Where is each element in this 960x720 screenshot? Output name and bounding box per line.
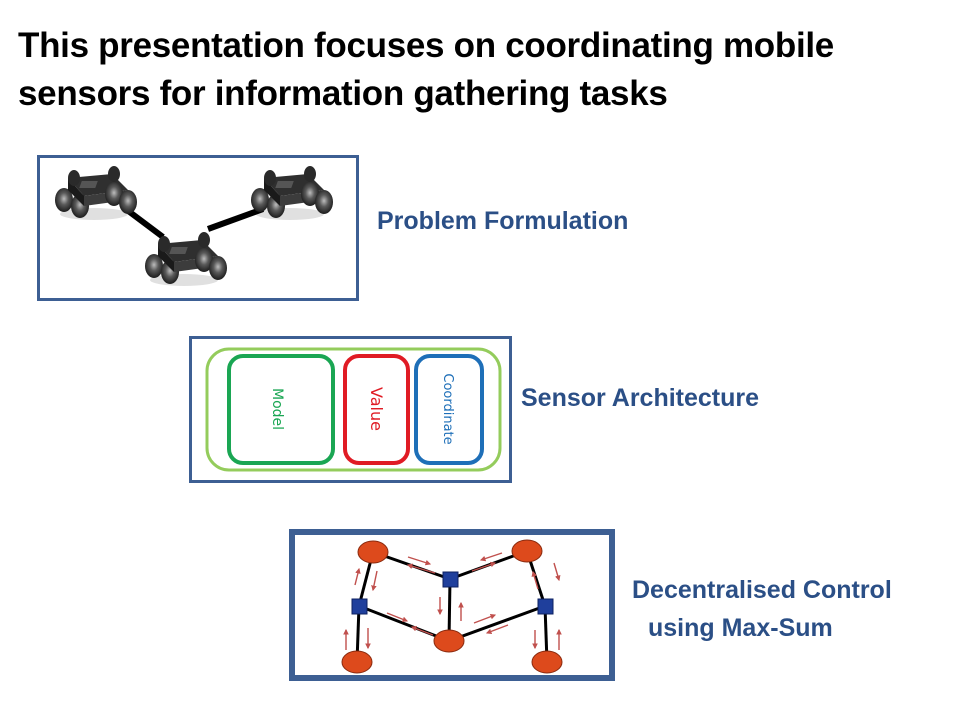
factor-node bbox=[537, 598, 554, 615]
architecture-diagram: Model Value Coordinate bbox=[205, 347, 502, 472]
slide-title: This presentation focuses on coordinatin… bbox=[18, 22, 948, 118]
slide-title-line-1: This presentation focuses on coordinatin… bbox=[18, 26, 834, 65]
problem-formulation-panel bbox=[37, 155, 359, 301]
coordinate-module bbox=[414, 354, 484, 465]
decentralised-control-label-line-1: Decentralised Control bbox=[632, 576, 892, 604]
sensor-architecture-panel: Model Value Coordinate bbox=[189, 336, 512, 483]
value-module bbox=[343, 354, 410, 465]
coordinate-module-label: Coordinate bbox=[440, 373, 455, 444]
variable-node bbox=[341, 650, 373, 674]
factor-graph-diagram bbox=[341, 539, 563, 674]
value-module-label: Value bbox=[367, 387, 386, 431]
robot-link-left bbox=[125, 207, 165, 240]
sensor-architecture-label: Sensor Architecture bbox=[521, 384, 760, 412]
robot-rover-icon bbox=[145, 232, 227, 286]
robot-rover-icon bbox=[251, 166, 333, 220]
problem-formulation-label: Problem Formulation bbox=[377, 207, 629, 235]
message-arrows bbox=[343, 552, 562, 650]
variable-node bbox=[433, 629, 465, 653]
decentralised-control-label-line-2: using Max-Sum bbox=[648, 614, 833, 642]
robot-rover-icon bbox=[55, 166, 137, 220]
factor-node bbox=[351, 598, 368, 615]
slide-title-line-2: sensors for information gathering tasks bbox=[18, 74, 668, 113]
robot-team-illustration bbox=[55, 166, 333, 286]
sensor-outer-module bbox=[205, 347, 502, 472]
variable-node bbox=[357, 540, 389, 564]
decentralised-control-label: Decentralised Control using Max-Sum bbox=[632, 571, 892, 647]
variable-node bbox=[531, 650, 563, 674]
model-module bbox=[227, 354, 335, 465]
robot-link-right bbox=[206, 206, 265, 232]
factor-node bbox=[442, 571, 459, 588]
model-module-label: Model bbox=[269, 388, 285, 430]
decentralised-control-panel bbox=[289, 529, 615, 681]
variable-node bbox=[511, 539, 543, 563]
